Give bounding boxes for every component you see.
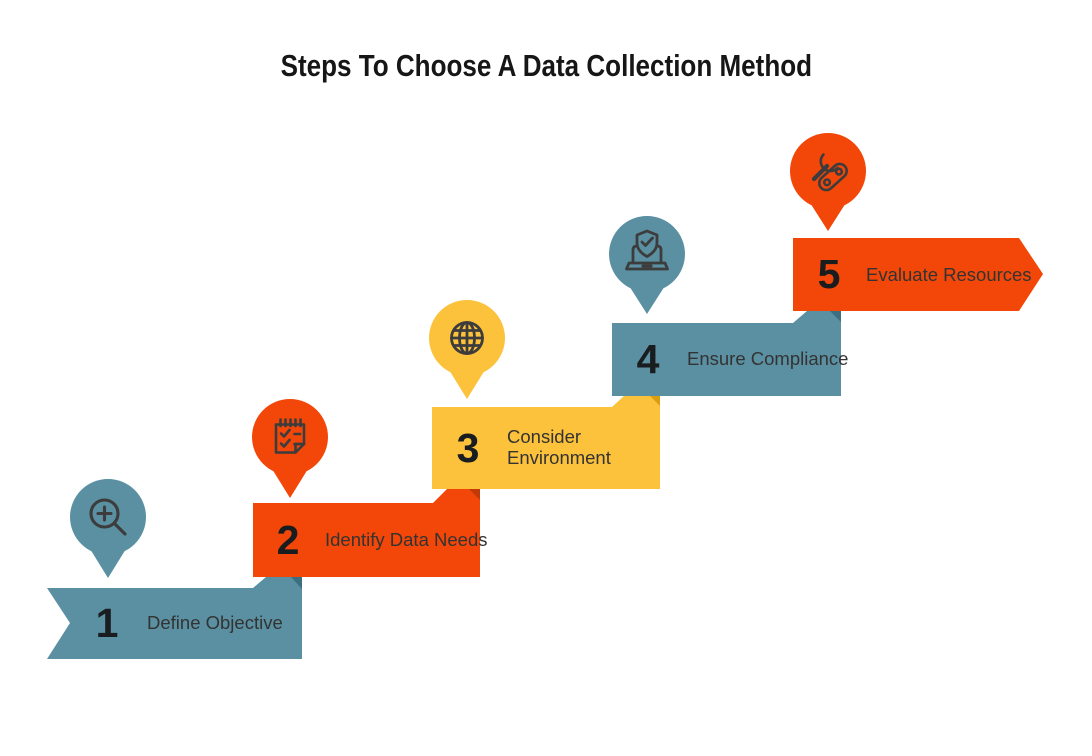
step-label-3: Consider Environment (507, 426, 611, 468)
ribbon-riser-4 (793, 311, 841, 323)
step-ribbon-3 (432, 395, 660, 489)
step-number-3: 3 (456, 425, 480, 471)
ribbon-fold-4 (830, 311, 841, 322)
step-ribbon-1 (47, 577, 302, 659)
step-label-1: Define Objective (147, 612, 283, 633)
ribbon-fold-3 (649, 395, 660, 406)
map-pin-2 (252, 399, 328, 498)
step-ribbon-2 (253, 489, 480, 577)
step-label-2: Identify Data Needs (325, 529, 488, 550)
ribbon-fold-1 (291, 577, 302, 589)
step-label-5: Evaluate Resources (866, 264, 1032, 285)
map-pin-5 (790, 133, 866, 231)
ribbon-riser-1 (253, 577, 302, 588)
tools-icon (811, 153, 848, 192)
ribbon-fold-2 (469, 489, 480, 500)
step-number-1: 1 (95, 600, 119, 646)
pin-circle (70, 479, 146, 555)
pin-circle (609, 216, 685, 292)
map-pin-4 (609, 216, 685, 314)
magnifier-icon (89, 498, 127, 536)
ribbon-body-2 (253, 503, 480, 577)
step-ribbon-4 (612, 311, 841, 396)
step-number-5: 5 (817, 251, 841, 297)
step-label-4: Ensure Compliance (687, 348, 849, 369)
pin-circle (252, 399, 328, 475)
ribbon-riser-2 (433, 489, 480, 503)
page-title: Steps To Choose A Data Collection Method (280, 48, 812, 83)
ribbon-body-1 (47, 588, 302, 659)
laptop-shield-icon (625, 229, 669, 271)
ribbon-body-5 (793, 238, 1043, 311)
ribbon-riser-3 (612, 395, 660, 407)
ribbon-body-3 (432, 407, 660, 489)
map-pin-3 (429, 300, 505, 399)
step-number-2: 2 (276, 517, 300, 563)
step-number-4: 4 (636, 336, 660, 382)
step-ribbon-5 (793, 238, 1043, 311)
map-pin-1 (70, 479, 146, 578)
checklist-icon (274, 418, 306, 454)
ribbon-body-4 (612, 323, 841, 396)
globe-icon (450, 321, 484, 355)
